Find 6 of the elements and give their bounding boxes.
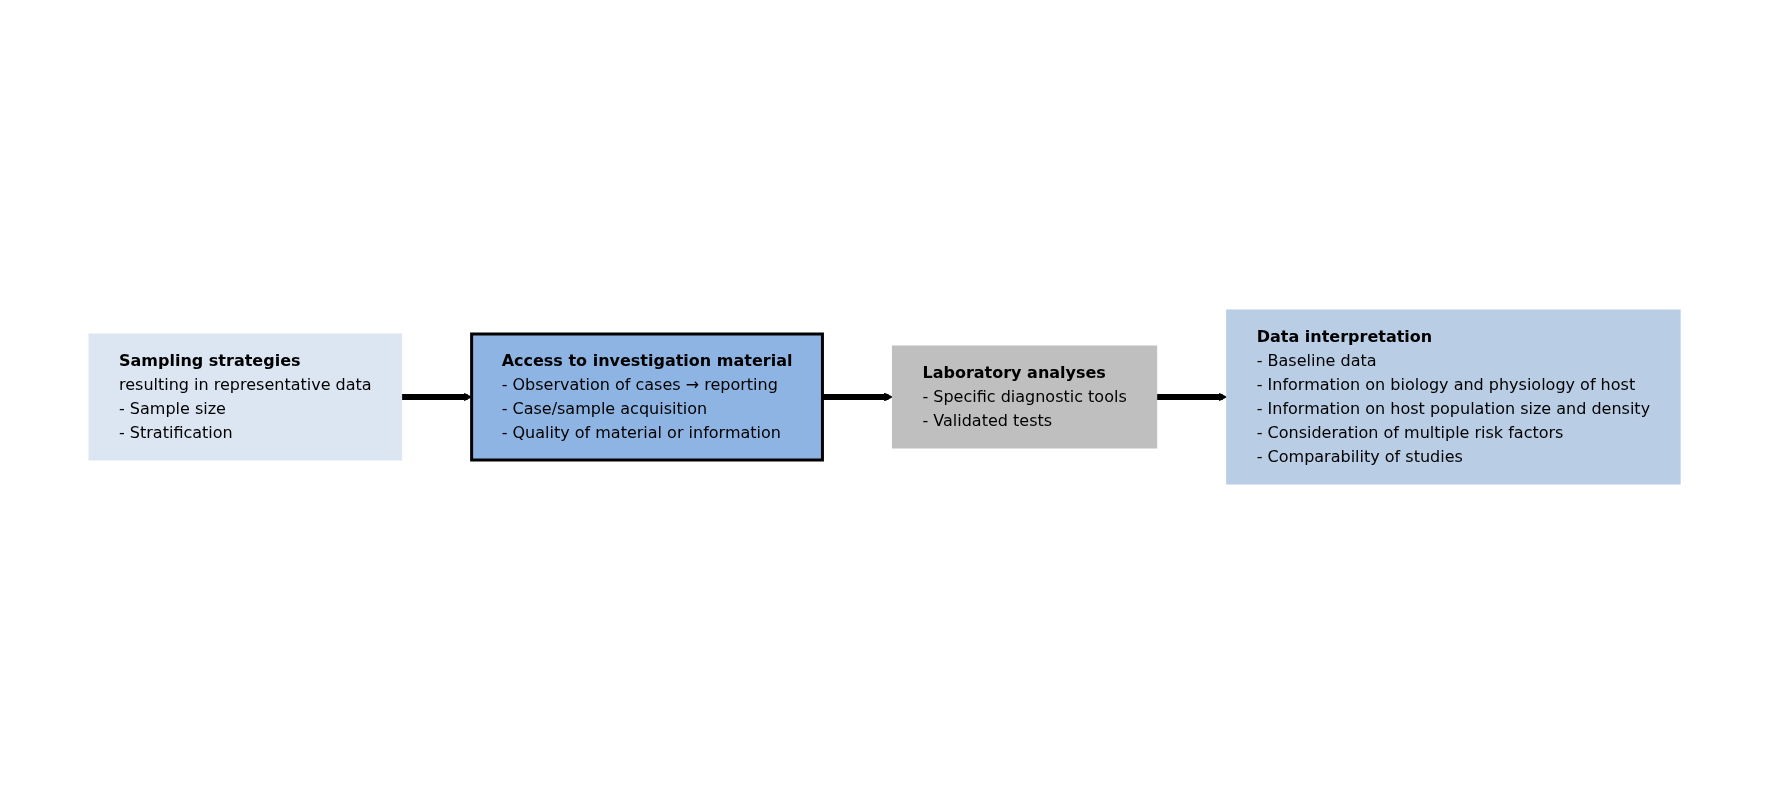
node-box: Sampling strategies resulting in representative data - Sample size - Stratification — [88, 333, 403, 460]
node-box: Data interpretation - Baseline data - Information on biology and physiology of host - Information on host population size and density - Consideration of multiple risk factors - Comparability of studies — [1226, 309, 1682, 484]
arrow — [402, 392, 473, 401]
node-box: Access to investigation material - Observation of cases → reporting - Case/sample acquisition - Quality of material or information — [470, 332, 825, 461]
arrow — [1157, 392, 1228, 401]
node-box: Laboratory analyses - Specific diagnostic tools - Validated tests — [892, 345, 1158, 448]
